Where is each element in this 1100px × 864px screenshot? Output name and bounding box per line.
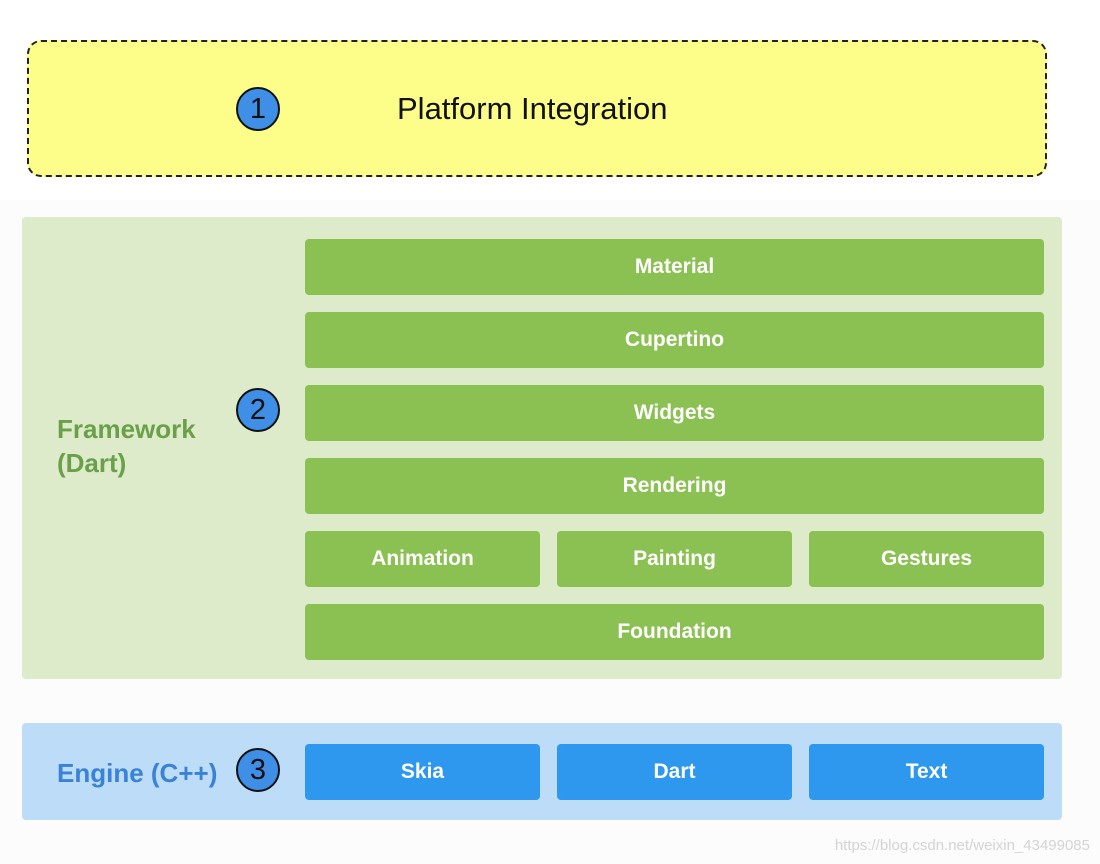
framework-label-line1: Framework — [57, 414, 196, 444]
platform-number-badge: 1 — [236, 87, 280, 131]
watermark: https://blog.csdn.net/weixin_43499085 — [834, 837, 1090, 854]
platform-integration-title: Platform Integration — [397, 91, 668, 126]
framework-label: Framework (Dart) — [57, 412, 237, 480]
engine-label: Engine (C++) — [57, 758, 218, 788]
layer-animation: Animation — [305, 531, 540, 587]
layer-text: Text — [809, 744, 1044, 800]
layer-foundation: Foundation — [305, 604, 1044, 660]
layer-gestures: Gestures — [809, 531, 1044, 587]
layer-material: Material — [305, 239, 1044, 295]
layer-painting: Painting — [557, 531, 792, 587]
layer-rendering: Rendering — [305, 458, 1044, 514]
layer-cupertino: Cupertino — [305, 312, 1044, 368]
layer-widgets: Widgets — [305, 385, 1044, 441]
framework-number-badge: 2 — [236, 388, 280, 432]
platform-integration-box — [27, 40, 1047, 177]
layer-dart: Dart — [557, 744, 792, 800]
framework-label-line2: (Dart) — [57, 448, 127, 478]
layer-skia: Skia — [305, 744, 540, 800]
engine-number-badge: 3 — [236, 748, 280, 792]
